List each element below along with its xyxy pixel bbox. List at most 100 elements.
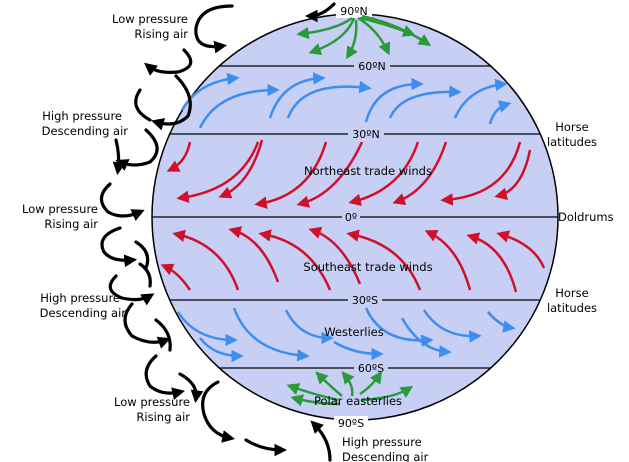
arrow-polar-s-1: [286, 383, 339, 402]
arrow-polar-n-3: [346, 19, 358, 60]
cell-arrow-1: [194, 4, 234, 54]
label-equator: 0º: [345, 211, 357, 224]
label-30s: 30ºS: [352, 294, 378, 307]
arrow-ne-6: [348, 141, 420, 207]
label-high-n30-2: Descending air: [42, 124, 129, 138]
label-high-s30-2: Descending air: [40, 306, 127, 320]
arrow-west-s-3: [232, 307, 310, 362]
cell-arrow-16: [178, 372, 204, 404]
label-low-s60-2: Rising air: [136, 410, 190, 424]
arrow-west-s-8: [422, 309, 482, 343]
arrow-west-s-1: [176, 311, 238, 347]
cell-arrow-9: [100, 226, 138, 268]
cell-arrow-18: [244, 438, 288, 457]
arrow-ne-8: [440, 141, 522, 206]
cell-arrow-12: [138, 262, 152, 288]
cell-arrow-10: [134, 240, 150, 270]
label-low-s60-1: Low pressure: [114, 395, 190, 409]
arrow-ne-4: [254, 141, 328, 209]
arrow-polar-s-6: [290, 394, 341, 407]
label-60s: 60ºS: [358, 362, 384, 375]
arrow-west-n-7: [453, 78, 508, 119]
label-southeast-trades: Southeast trade winds: [303, 260, 432, 274]
arrow-west-n-8: [488, 100, 512, 125]
label-high-south-pole-1: High pressure: [342, 435, 422, 449]
label-horse-south-2: latitudes: [547, 301, 597, 315]
cell-arrow-13: [123, 302, 171, 349]
label-90n: 90ºN: [340, 5, 367, 18]
arrow-ne-2: [176, 141, 260, 204]
cell-arrow-2: [304, 2, 336, 23]
arrow-polar-n-2: [308, 17, 356, 55]
cell-arrow-4: [151, 74, 192, 131]
northeast-trades: [166, 139, 532, 209]
arrow-west-s-7: [400, 317, 452, 358]
polar-easterlies-north: [296, 14, 432, 60]
arrow-west-n-4: [286, 80, 372, 119]
arrow-ne-9: [494, 149, 532, 200]
arrow-polar-s-3: [341, 371, 355, 397]
label-horse-north-2: latitudes: [547, 135, 597, 149]
arrow-ne-5: [296, 141, 364, 208]
arrow-west-n-5: [364, 77, 424, 123]
label-high-n30-1: High pressure: [42, 109, 122, 123]
arrow-west-s-5: [333, 340, 384, 361]
arrow-west-n-6: [388, 85, 462, 119]
cell-arrow-3: [144, 48, 193, 76]
label-high-s30-1: High pressure: [40, 291, 120, 305]
arrow-west-s-4: [284, 309, 334, 345]
southeast-trades: [160, 226, 546, 293]
cell-arrow-8: [99, 182, 145, 221]
cell-arrow-15: [144, 354, 185, 400]
cell-arrow-7: [112, 138, 126, 176]
arrow-se-1: [160, 263, 192, 291]
label-low-equator-1: Low pressure: [22, 202, 98, 216]
arrow-ne-3: [218, 139, 264, 199]
label-low-equator-2: Rising air: [44, 217, 98, 231]
polar-easterlies-south: [286, 370, 414, 407]
cell-arrow-17: [201, 380, 236, 443]
label-westerlies: Westerlies: [324, 325, 384, 339]
arrow-se-9: [496, 230, 546, 269]
label-horse-north-1: Horse: [555, 120, 588, 134]
arrow-west-s-2: [199, 337, 244, 363]
cell-arrow-5: [134, 88, 152, 122]
cell-arrow-19: [310, 420, 332, 462]
arrow-polar-n-4: [357, 16, 391, 56]
arrow-se-7: [424, 230, 472, 291]
label-high-south-pole-2: Descending air: [342, 450, 429, 462]
cell-arrow-14: [154, 318, 172, 352]
arrow-se-8: [466, 232, 518, 293]
label-northeast-trades: Northeast trade winds: [304, 164, 432, 178]
arrow-se-2: [172, 229, 240, 291]
label-doldrums: Doldrums: [558, 210, 614, 224]
label-low-north-1: Low pressure: [112, 12, 188, 26]
arrow-polar-n-6: [361, 14, 432, 47]
arrow-se-3: [228, 226, 280, 283]
cell-arrow-11: [108, 274, 155, 306]
cell-arrow-6: [115, 128, 159, 171]
label-30n: 30ºN: [352, 128, 379, 141]
arrow-se-5: [308, 226, 362, 285]
arrow-polar-s-4: [359, 370, 383, 396]
arrow-se-4: [258, 229, 332, 291]
westerlies-north: [180, 72, 512, 129]
circulation-cell-arrows: [99, 2, 336, 462]
label-polar-easterlies: Polar easterlies: [314, 394, 402, 408]
arrow-polar-n-1: [296, 16, 353, 40]
arrow-ne-7: [392, 141, 448, 205]
arrow-west-s-9: [487, 311, 516, 333]
label-horse-south-1: Horse: [555, 286, 588, 300]
label-90s: 90ºS: [338, 417, 364, 430]
arrow-west-n-2: [198, 83, 280, 129]
arrow-ne-1: [166, 141, 192, 172]
label-60n: 60ºN: [358, 60, 385, 73]
arrow-se-6: [346, 229, 422, 291]
arrow-polar-s-5: [361, 386, 414, 402]
label-low-north-2: Rising air: [134, 27, 188, 41]
arrow-west-n-1: [180, 72, 240, 111]
arrow-polar-s-2: [315, 371, 343, 397]
arrow-west-n-3: [268, 72, 326, 119]
westerlies-south: [176, 307, 516, 363]
